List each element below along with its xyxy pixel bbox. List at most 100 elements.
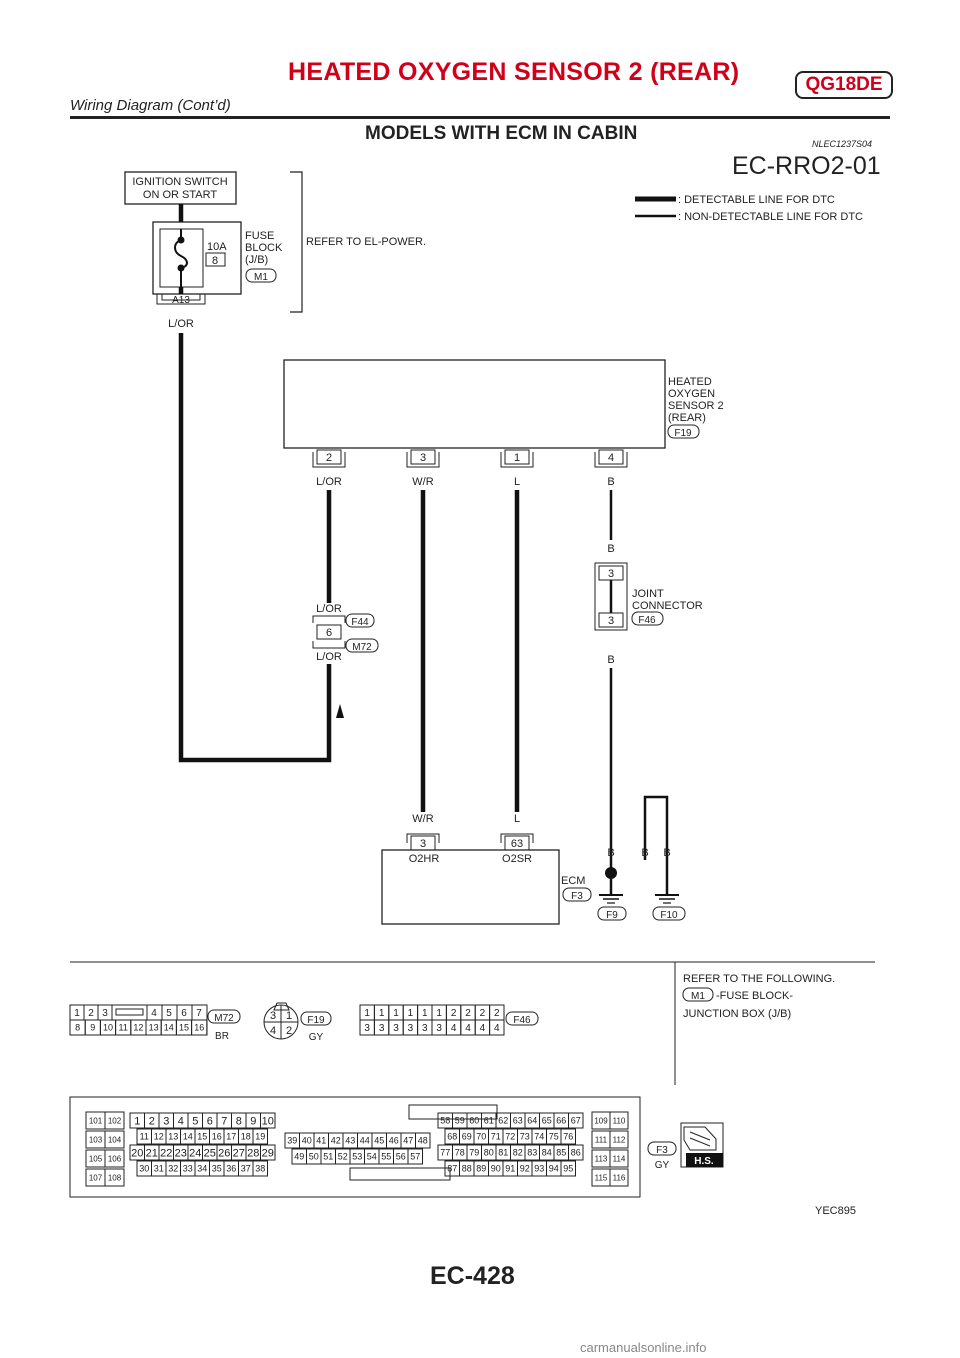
svg-text:JOINT: JOINT (632, 588, 664, 600)
svg-text:L/OR: L/OR (316, 651, 342, 663)
pin-number: 1 (364, 1008, 370, 1019)
fuse-terminal: A13 (172, 295, 190, 306)
pin-number: 3 (436, 1023, 442, 1034)
pin-cell (260, 1144, 276, 1161)
svg-text:3: 3 (420, 838, 426, 850)
svg-text:1: 1 (74, 1008, 80, 1019)
pin-number: 3 (408, 1023, 414, 1034)
pin-number: 1 (379, 1008, 385, 1019)
svg-text:B: B (607, 847, 614, 859)
pin-number: 63 (513, 1116, 523, 1126)
pin-number: 1 (436, 1008, 442, 1019)
pin-number: 4 (178, 1115, 184, 1127)
svg-text:3: 3 (420, 452, 426, 464)
pin-number: 28 (247, 1147, 259, 1159)
pin-number: 53 (352, 1152, 362, 1162)
pin-number: 30 (139, 1164, 149, 1174)
svg-text:2: 2 (326, 452, 332, 464)
pin-number: 87 (447, 1164, 457, 1174)
pin-number: 14 (164, 1023, 174, 1033)
refer-el-power: REFER TO EL-POWER. (306, 236, 426, 248)
pin-number: 11 (119, 1023, 128, 1033)
svg-text:REFER TO THE FOLLOWING.: REFER TO THE FOLLOWING. (683, 973, 835, 985)
svg-text:BLOCK: BLOCK (245, 242, 283, 254)
sensor-connector-f19: F19 (674, 428, 692, 439)
pin-number: 17 (226, 1132, 236, 1142)
pin-number: 3 (379, 1023, 385, 1034)
svg-text:1: 1 (514, 452, 520, 464)
pin-number: 57 (410, 1152, 420, 1162)
pin-number: 29 (262, 1147, 274, 1159)
pin-number: 55 (381, 1152, 391, 1162)
pin-cell (104, 1149, 125, 1168)
pin-number: 49 (294, 1152, 304, 1162)
svg-text:F9: F9 (606, 910, 618, 921)
svg-text:B: B (641, 847, 648, 859)
pin-number: 15 (197, 1132, 207, 1142)
pin-number: 12 (154, 1132, 164, 1142)
pin-number: 10 (103, 1023, 113, 1033)
svg-text:FUSE: FUSE (245, 230, 274, 242)
svg-text:B: B (607, 476, 614, 488)
connector-f46: F46 (638, 615, 656, 626)
svg-text:BR: BR (215, 1031, 229, 1042)
pin-number: 4 (465, 1023, 471, 1034)
pin-number: 104 (108, 1135, 122, 1144)
pin-number: 75 (549, 1132, 559, 1142)
svg-text:F3: F3 (656, 1145, 668, 1156)
pin-number: 14 (183, 1132, 193, 1142)
pin-number: 35 (212, 1164, 222, 1174)
pin-number: 5 (192, 1115, 198, 1127)
pin-number: 52 (338, 1152, 348, 1162)
svg-text:3: 3 (102, 1008, 108, 1019)
pin-cell (609, 1130, 629, 1149)
pin-number: 42 (331, 1136, 341, 1146)
ignition-switch: IGNITION SWITCH ON OR START (124, 171, 237, 222)
legend: : DETECTABLE LINE FOR DTC : NON-DETECTAB… (635, 194, 863, 223)
pin-number: 84 (542, 1148, 552, 1158)
pin-number: 110 (613, 1116, 626, 1125)
pin-number: 11 (140, 1132, 149, 1142)
svg-text:M1: M1 (691, 991, 705, 1002)
pin-cell (260, 1112, 276, 1129)
pin-number: 81 (498, 1148, 508, 1158)
pin-number: 41 (316, 1136, 326, 1146)
pin-number: 106 (108, 1154, 122, 1163)
pin-number: 58 (440, 1116, 450, 1126)
pin-number: 54 (367, 1152, 377, 1162)
svg-text:O2SR: O2SR (502, 853, 532, 865)
svg-text:7: 7 (196, 1008, 202, 1019)
section-title: MODELS WITH ECM IN CABIN (365, 123, 638, 144)
svg-text:B: B (663, 847, 670, 859)
pin-number: 76 (563, 1132, 573, 1142)
pin-number: 31 (154, 1164, 164, 1174)
pin-number: 34 (197, 1164, 207, 1174)
pin-number: 23 (175, 1147, 187, 1159)
svg-text:L: L (514, 813, 520, 825)
pin-cell (104, 1130, 125, 1149)
svg-text:IGNITION SWITCH: IGNITION SWITCH (132, 176, 227, 188)
pin-number: 8 (236, 1115, 242, 1127)
pin-number: 45 (374, 1136, 384, 1146)
connector-f44: F44 (351, 617, 369, 628)
pin-number: 113 (595, 1154, 608, 1163)
pin-number: 112 (613, 1135, 626, 1144)
pin-number: 7 (221, 1115, 227, 1127)
pin-number: 9 (250, 1115, 256, 1127)
pin-number: 20 (131, 1147, 143, 1159)
pin-number: 59 (455, 1116, 465, 1126)
pin-cell (191, 1019, 208, 1036)
page-number: EC-428 (430, 1262, 515, 1290)
diagram-id: EC-RRO2-01 (732, 152, 881, 180)
pin-number: 94 (549, 1164, 559, 1174)
svg-text:6: 6 (326, 627, 332, 639)
pin-number: 56 (396, 1152, 406, 1162)
pin-number: 64 (527, 1116, 537, 1126)
pin-number: 86 (571, 1148, 581, 1158)
fuse-number: 8 (212, 255, 218, 267)
svg-text:6: 6 (181, 1008, 187, 1019)
pin-cell (560, 1128, 576, 1145)
